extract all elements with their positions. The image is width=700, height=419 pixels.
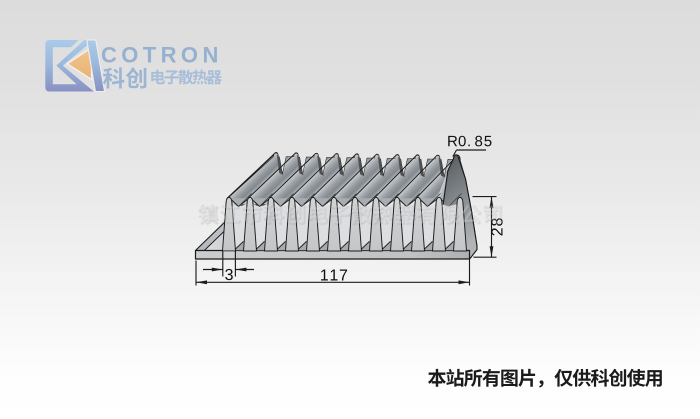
svg-text:COTRON: COTRON [101, 43, 223, 68]
